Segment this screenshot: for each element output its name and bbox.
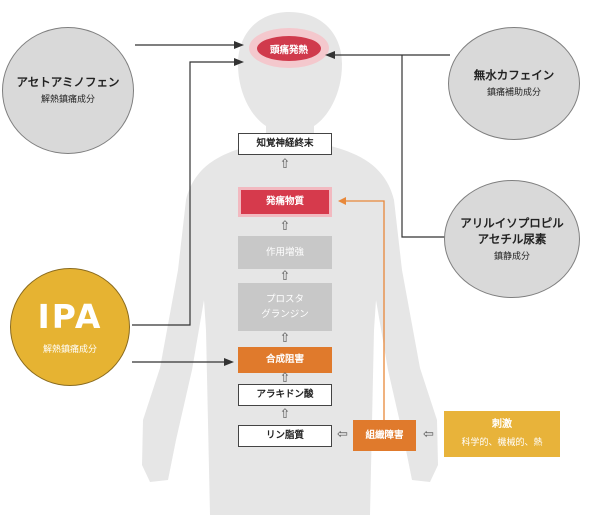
sensory-nerve-box: 知覚神経終末 [238,133,332,155]
prostaglandin-box: プロスタ グランジン [238,283,332,331]
ipa-subtitle: 解熱鎮痛成分 [42,344,97,355]
caffeine-title: 無水カフェイン [473,68,555,83]
stimulus-subtitle: 科学的、機械的、熱 [461,438,543,449]
acetaminophen-circle: アセトアミノフェン 解熱鎮痛成分 [2,27,134,154]
ipa-title: IPA [37,297,103,337]
up-arrow-icon: ⇧ [279,269,291,284]
tissue-damage-box: 組織障害 [353,420,416,451]
left-arrow-icon: ⇦ [337,427,348,442]
stimulus-title: 刺激 [492,419,512,431]
left-arrow-icon: ⇦ [423,427,434,442]
action-enhance-box: 作用増強 [238,236,332,269]
caffeine-subtitle: 鎮痛補助成分 [486,88,541,99]
pain-substance-box: 発痛物質 [238,187,332,217]
apronal-title: アリルイソプロピル アセチル尿素 [460,215,564,247]
apronal-subtitle: 鎮静成分 [493,251,530,262]
headache-fever-node: 頭痛発熱 [257,36,321,61]
ipa-circle: IPA 解熱鎮痛成分 [10,268,130,386]
up-arrow-icon: ⇧ [279,157,291,172]
acetaminophen-subtitle: 解熱鎮痛成分 [40,95,95,106]
up-arrow-icon: ⇧ [279,371,291,386]
up-arrow-icon: ⇧ [279,407,291,422]
apronal-circle: アリルイソプロピル アセチル尿素 鎮静成分 [444,180,580,298]
caffeine-circle: 無水カフェイン 鎮痛補助成分 [448,27,580,140]
acetaminophen-title: アセトアミノフェン [16,75,120,90]
phospholipid-box: リン脂質 [238,425,332,447]
synthesis-inhibition-box: 合成阻害 [238,347,332,373]
stimulus-box: 刺激 科学的、機械的、熱 [444,411,560,457]
arachidonic-acid-box: アラキドン酸 [238,384,332,406]
up-arrow-icon: ⇧ [279,219,291,234]
up-arrow-icon: ⇧ [279,331,291,346]
